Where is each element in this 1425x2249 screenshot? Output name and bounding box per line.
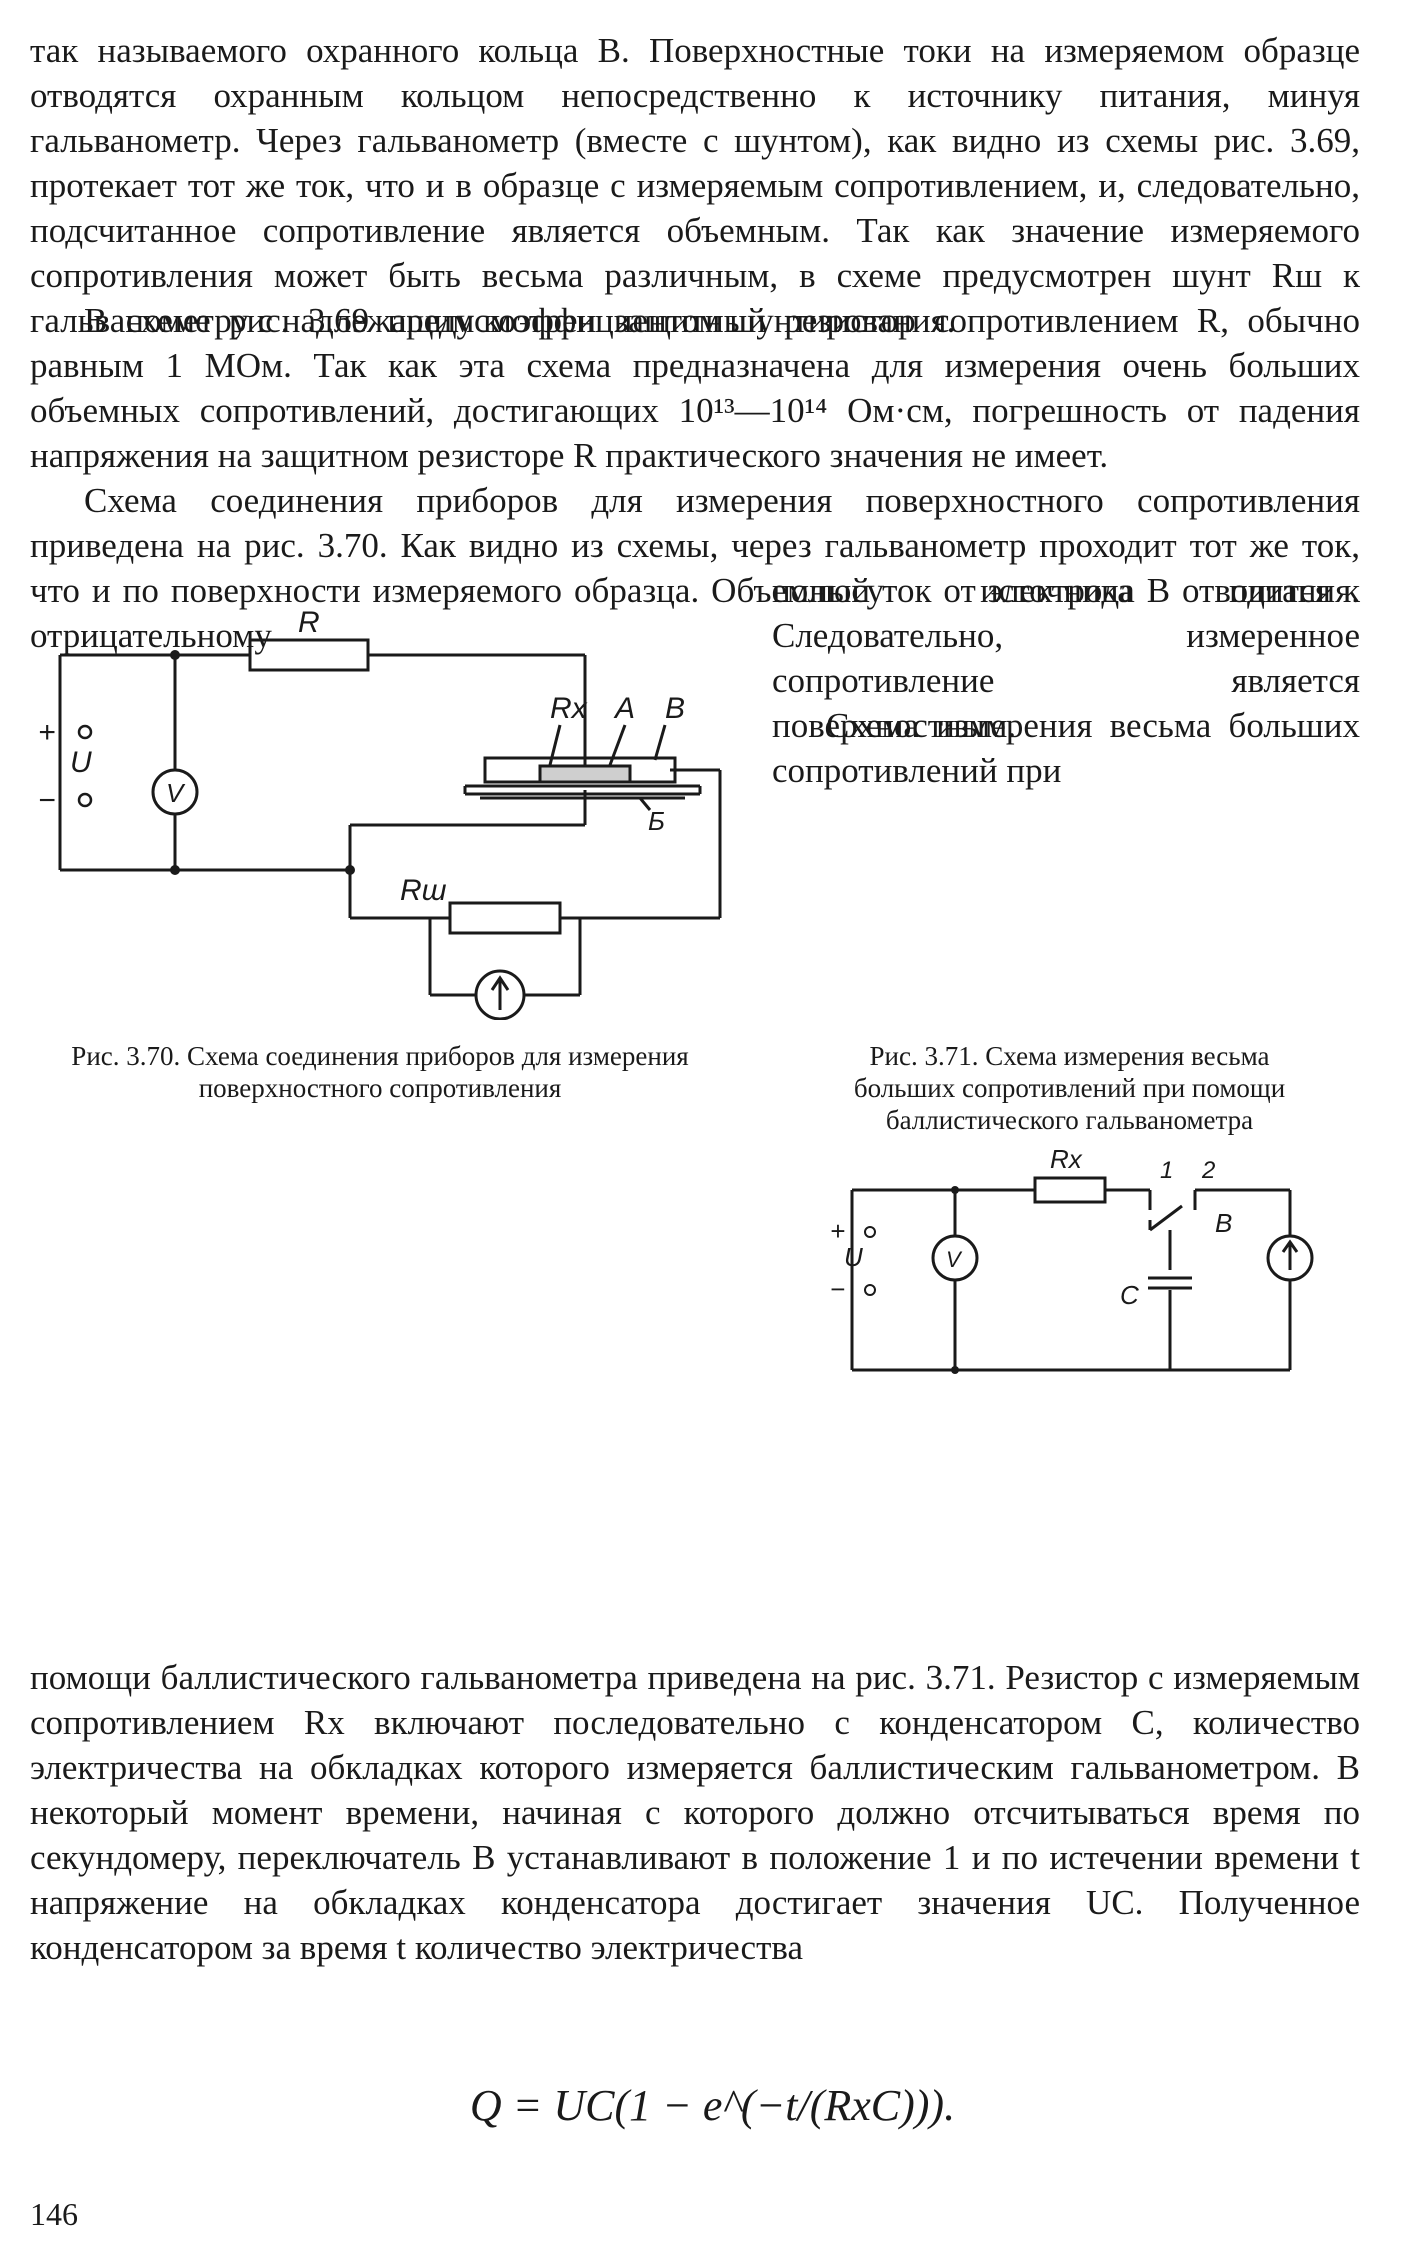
figure-3-70-circuit: R Rx A B Б Rш + U − V xyxy=(38,606,722,1020)
label-capacitor-C: C xyxy=(1120,1280,1139,1310)
label-switch-1: 1 xyxy=(1160,1157,1173,1184)
label-plus-371: + xyxy=(830,1216,845,1246)
shunt-resistor-Rsh xyxy=(448,901,562,935)
label-switch-2: 2 xyxy=(1201,1157,1215,1184)
paragraph-3-continued: полюсу источника питания. Следовательно,… xyxy=(772,571,1360,745)
paragraph-1: так называемого охранного кольца B. Пове… xyxy=(30,31,1360,340)
figure-3-70-caption: Рис. 3.70. Схема соединения приборов для… xyxy=(71,1041,689,1103)
label-V: V xyxy=(166,778,186,808)
galvanometer-symbol xyxy=(474,969,526,1020)
figure-3-71-circuit: Rx 1 2 B C + U − V xyxy=(830,1144,1314,1374)
formula-Q: Q = UC(1 − e^(−t/(RxC))). xyxy=(469,2081,956,2130)
label-minus-371: − xyxy=(830,1274,845,1304)
label-B-cyrillic: Б xyxy=(648,806,665,836)
label-U: U xyxy=(70,746,92,779)
figure-3-71-caption: Рис. 3.71. Схема измерения весьма больши… xyxy=(853,1041,1286,1135)
label-B: B xyxy=(665,692,685,725)
paragraph-3: Схема соединения приборов для измерения … xyxy=(30,481,1360,655)
label-minus: − xyxy=(38,784,56,817)
label-Rsh: Rш xyxy=(400,874,447,907)
label-plus: + xyxy=(38,716,56,749)
paragraph-4-continued: помощи баллистического гальванометра при… xyxy=(30,1658,1360,1967)
label-Rx-371: Rx xyxy=(1050,1144,1083,1174)
label-A: A xyxy=(613,692,635,725)
paragraph-2: В схеме рис. 3.69 предусмотрен защитный … xyxy=(30,301,1360,475)
page-number: 146 xyxy=(30,2196,78,2232)
label-U-371: U xyxy=(844,1242,863,1272)
label-switch-B: B xyxy=(1215,1208,1232,1238)
label-V-371: V xyxy=(946,1247,963,1272)
label-Rx: Rx xyxy=(550,692,588,725)
resistor-Rx xyxy=(1033,1176,1107,1204)
label-R: R xyxy=(298,606,320,639)
paragraph-4-start: Схема измерения весьма больших сопротивл… xyxy=(772,706,1360,790)
resistor-R xyxy=(248,638,370,672)
